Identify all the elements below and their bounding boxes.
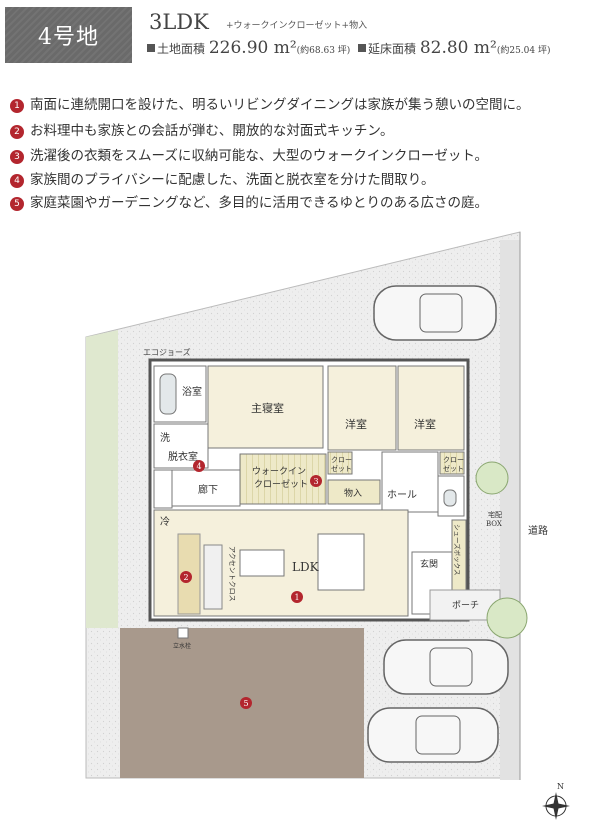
layout-type: 3LDK bbox=[149, 10, 209, 34]
western-room-2 bbox=[397, 365, 465, 451]
hall-label: ホール bbox=[387, 489, 417, 501]
faucet-icon bbox=[177, 627, 189, 639]
closet1-label-2: ゼット bbox=[331, 464, 352, 473]
feature-text: 洗濯後の衣類をスムーズに収納可能な、大型のウォークインクローゼット。 bbox=[30, 148, 489, 164]
toilet-icon bbox=[443, 489, 457, 507]
land-area-tsubo: (約68.63 坪) bbox=[296, 46, 351, 56]
feature-number-badge: 3 bbox=[10, 150, 24, 164]
dressing-label: 脱衣室 bbox=[168, 450, 198, 463]
marker-3: 3 bbox=[310, 475, 322, 487]
marker-4: 4 bbox=[193, 460, 205, 472]
closet1-label: クロー bbox=[331, 456, 352, 464]
svg-text:4: 4 bbox=[196, 462, 201, 471]
svg-text:5: 5 bbox=[243, 699, 248, 708]
faucet-label: 立水栓 bbox=[173, 642, 191, 650]
floor-area-tsubo: (約25.04 坪) bbox=[496, 46, 551, 56]
road-label: 道路 bbox=[528, 524, 548, 537]
entrance-label: 玄関 bbox=[420, 558, 438, 570]
wic-label-1: ウォークイン bbox=[252, 466, 306, 477]
shoe-box-label: シューズボックス bbox=[453, 524, 462, 575]
lot-number: 4号地 bbox=[38, 25, 99, 50]
feature-number-badge: 2 bbox=[10, 125, 24, 139]
western2-label: 洋室 bbox=[414, 417, 436, 431]
master-label: 主寝室 bbox=[251, 401, 284, 415]
bath-label: 浴室 bbox=[182, 385, 202, 398]
feature-text: 家庭菜園やガーデニングなど、多目的に活用できるゆとりのある広さの庭。 bbox=[30, 195, 489, 211]
square-bullet-icon bbox=[357, 44, 366, 52]
tree-icon bbox=[486, 597, 528, 639]
washroom bbox=[153, 469, 173, 509]
wic-label-2: クローゼット bbox=[254, 478, 308, 490]
north-compass-icon: N bbox=[542, 782, 570, 820]
svg-text:N: N bbox=[557, 782, 564, 791]
storage-label: 物入 bbox=[344, 487, 362, 499]
feature-number-badge: 1 bbox=[10, 99, 24, 113]
car-icon bbox=[373, 285, 497, 341]
corridor-label: 廊下 bbox=[198, 483, 218, 496]
eco-label: エコジョーズ bbox=[143, 347, 191, 357]
feature-item: 3 洗濯後の衣類をスムーズに収納可能な、大型のウォークインクローゼット。 bbox=[10, 144, 488, 164]
feature-item: 5 家庭菜園やガーデニングなど、多目的に活用できるゆとりのある広さの庭。 bbox=[10, 191, 488, 211]
sofa-icon bbox=[317, 533, 365, 591]
delivery-label-1: 宅配 bbox=[488, 510, 502, 519]
svg-text:2: 2 bbox=[183, 573, 188, 582]
floor-area-label: 延床面積 bbox=[367, 42, 416, 56]
master-bedroom bbox=[207, 365, 324, 449]
western-room-1 bbox=[327, 365, 397, 451]
storage bbox=[327, 479, 381, 505]
feature-item: 1 南面に連続開口を設けた、明るいリビングダイニングは家族が集う憩いの空間に。 bbox=[10, 93, 530, 113]
car-icon bbox=[367, 707, 499, 763]
feature-number-badge: 5 bbox=[10, 197, 24, 211]
land-area-label: 土地面積 bbox=[157, 42, 206, 56]
car-icon bbox=[383, 639, 509, 695]
marker-2: 2 bbox=[180, 571, 192, 583]
west-green-strip bbox=[86, 330, 118, 628]
ldk-label: LDK bbox=[292, 560, 320, 574]
svg-text:3: 3 bbox=[313, 477, 318, 486]
bathtub-icon bbox=[159, 373, 177, 415]
feature-text: 家族間のプライバシーに配慮した、洗面と脱衣室を分けた間取り。 bbox=[30, 172, 435, 188]
marker-5: 5 bbox=[240, 697, 252, 709]
tree-icon bbox=[475, 461, 509, 495]
land-area-value: 226.90 m² bbox=[208, 38, 297, 58]
feature-text: 南面に連続開口を設けた、明るいリビングダイニングは家族が集う憩いの空間に。 bbox=[30, 97, 530, 113]
floor-area-value: 82.80 m² bbox=[419, 38, 497, 58]
closet2-label: クロー bbox=[443, 456, 464, 464]
closet2-label-2: ゼット bbox=[443, 464, 464, 473]
marker-1: 1 bbox=[291, 591, 303, 603]
layout-type-extras: +ウォークインクローゼット+物入 bbox=[226, 21, 368, 31]
western1-label: 洋室 bbox=[345, 417, 367, 431]
dining-table-icon bbox=[239, 549, 285, 577]
corridor bbox=[171, 469, 241, 507]
feature-item: 4 家族間のプライバシーに配慮した、洗面と脱衣室を分けた間取り。 bbox=[10, 168, 434, 188]
feature-item: 2 お料理中も家族との会話が弾む、開放的な対面式キッチン。 bbox=[10, 119, 394, 139]
hall bbox=[381, 451, 439, 513]
square-bullet-icon bbox=[147, 44, 155, 52]
delivery-label-2: BOX bbox=[486, 520, 502, 528]
dressing-room bbox=[153, 423, 209, 469]
porch-label: ポーチ bbox=[452, 600, 479, 611]
accent-cross-label: アクセントクロス bbox=[228, 546, 236, 602]
closet-2 bbox=[439, 451, 465, 475]
svg-text:1: 1 bbox=[294, 593, 299, 602]
wash-label: 洗 bbox=[160, 432, 170, 444]
sidewalk-strip bbox=[500, 240, 520, 780]
lot-number-badge: 4号地 bbox=[5, 7, 132, 63]
fridge-label: 冷 bbox=[160, 515, 170, 528]
feature-number-badge: 4 bbox=[10, 174, 24, 188]
closet-1 bbox=[327, 451, 353, 475]
area-summary: 土地面積 226.90 m²(約68.63 坪) 延床面積 82.80 m²(約… bbox=[147, 38, 550, 58]
feature-text: お料理中も家族との会話が弾む、開放的な対面式キッチン。 bbox=[30, 123, 394, 139]
kitchen-sink-icon bbox=[203, 544, 223, 610]
